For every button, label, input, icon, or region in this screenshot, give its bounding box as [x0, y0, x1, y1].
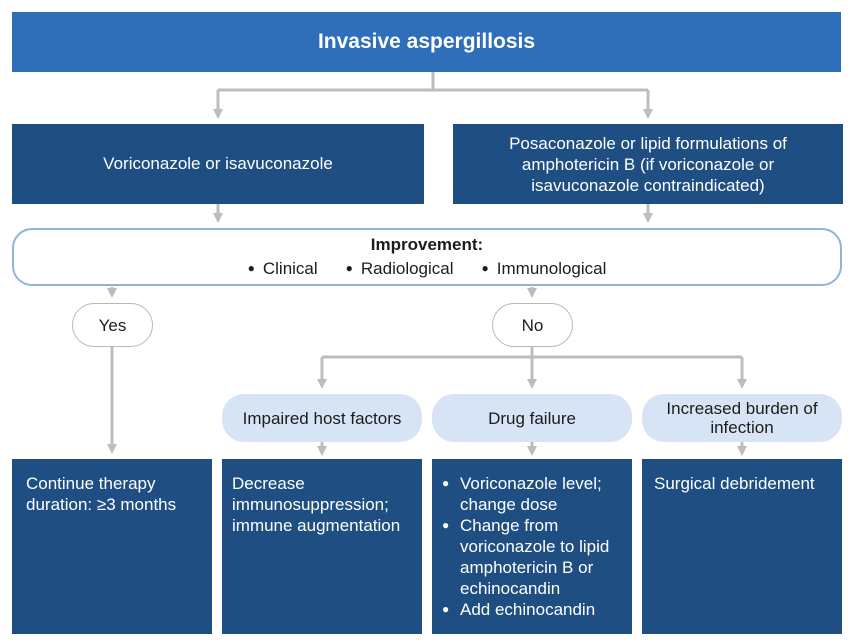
criterion-radiological: Radiological — [346, 259, 454, 279]
action-surgical-debridement: Surgical debridement — [642, 459, 842, 634]
improvement-criteria: Clinical Radiological Immunological — [14, 259, 840, 279]
cause-host-factors-label: Impaired host factors — [242, 408, 402, 428]
criterion-clinical: Clinical — [248, 259, 318, 279]
action-host-factors-text: Decrease immunosuppression; immune augme… — [232, 474, 401, 535]
title-text: Invasive aspergillosis — [317, 30, 536, 53]
no-node: No — [492, 303, 573, 347]
primary-therapy-box: Voriconazole or isavuconazole — [12, 124, 424, 204]
alternative-therapy-text: Posaconazole or lipid formulations of am… — [509, 133, 787, 195]
improvement-title: Improvement: — [370, 235, 484, 254]
no-label: No — [521, 315, 544, 335]
improvement-box: Improvement: Clinical Radiological Immun… — [12, 228, 842, 286]
cause-infection-burden: Increased burden of infection — [642, 394, 842, 442]
title-box: Invasive aspergillosis — [12, 12, 841, 72]
cause-host-factors: Impaired host factors — [222, 394, 422, 442]
action-continue-therapy: Continue therapy duration: ≥3 months — [12, 459, 212, 634]
list-item: Voriconazole level; change dose — [442, 473, 624, 515]
yes-node: Yes — [72, 303, 153, 347]
drug-failure-list: Voriconazole level; change dose Change f… — [442, 473, 624, 620]
cause-drug-failure-label: Drug failure — [488, 408, 576, 428]
action-host-factors: Decrease immunosuppression; immune augme… — [222, 459, 422, 634]
criterion-immunological: Immunological — [482, 259, 607, 279]
alternative-therapy-box: Posaconazole or lipid formulations of am… — [453, 124, 843, 204]
list-item: Change from voriconazole to lipid amphot… — [442, 515, 624, 599]
yes-label: Yes — [98, 315, 127, 335]
cause-infection-burden-label: Increased burden of infection — [666, 399, 818, 437]
action-drug-failure: Voriconazole level; change dose Change f… — [432, 459, 632, 634]
list-item: Add echinocandin — [442, 599, 624, 620]
primary-therapy-text: Voriconazole or isavuconazole — [103, 154, 333, 173]
action-continue-therapy-text: Continue therapy duration: ≥3 months — [26, 474, 177, 514]
action-surgical-debridement-text: Surgical debridement — [654, 474, 815, 493]
cause-drug-failure: Drug failure — [432, 394, 632, 442]
